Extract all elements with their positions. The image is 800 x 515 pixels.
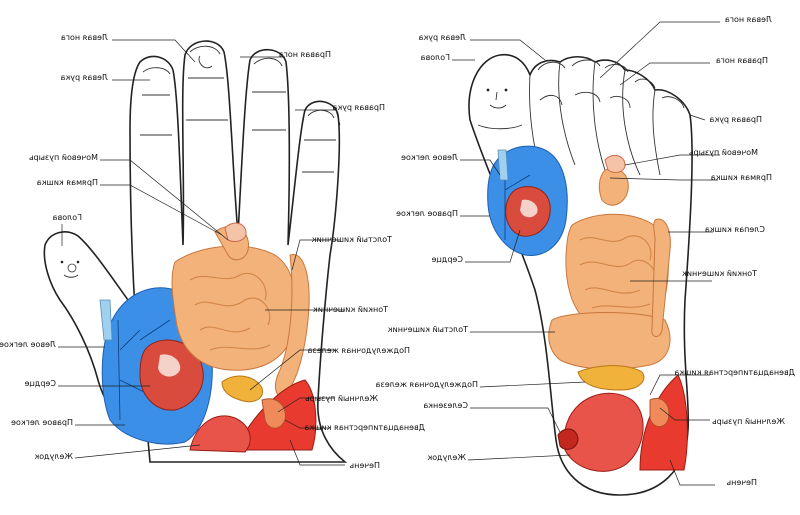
hand-label-bladder: Мочевой пузырь (29, 153, 98, 162)
hand-label-left-lung: Левое легкое (0, 340, 56, 349)
foot-leader-lines (452, 21, 720, 486)
foot-label-cecum: Слепая кишка (705, 225, 765, 234)
hand-label-left-leg: Левая нога (61, 33, 108, 42)
foot-stomach (564, 392, 644, 472)
foot-label-colon: Толстый кишечник (388, 325, 469, 334)
hand-label-right-leg: Правая нога (279, 50, 331, 59)
foot-label-spleen: Селезенка (423, 401, 468, 410)
foot-label-left-lung: Левое легкое (401, 153, 458, 162)
hand-label-right-lung: Правое легкое (11, 418, 73, 427)
hand-leader-lines (58, 39, 345, 466)
foot-label-bladder: Мочевой пузырь (689, 148, 758, 157)
foot-label-right-leg: Правая нога (716, 56, 768, 65)
hand-label-rectum: Прямая кишка (37, 178, 98, 187)
foot-intestines (548, 168, 671, 370)
foot-label-rectum: Прямая кишка (711, 173, 772, 182)
foot-label-left-leg: Левая нога (725, 15, 772, 24)
hand-label-liver: Печень (349, 461, 380, 470)
foot-labels: Левая рука Левая нога Голова Правая нога… (376, 15, 795, 487)
foot-label-heart: Сердце (431, 255, 463, 264)
hand-label-gallbladder: Желчный пузырь (305, 394, 378, 403)
hand-head-face (67, 263, 77, 273)
foot-label-pancreas: Поджелудочная железа (376, 380, 478, 389)
hand-label-heart: Сердце (24, 379, 56, 388)
hand-stomach (189, 415, 251, 453)
hand-label-left-arm: Левая рука (60, 73, 108, 82)
foot-label-right-arm: Правая рука (709, 115, 762, 124)
foot-label-left-arm: Левая рука (418, 33, 466, 42)
foot-label-liver: Печень (726, 478, 757, 487)
hand-intestines (171, 225, 310, 397)
foot-label-head: Голова (421, 53, 450, 62)
foot-label-duodenum: Двенадцатиперстная кишка (674, 368, 795, 377)
foot-figure (468, 53, 693, 496)
hand-bladder (224, 222, 247, 243)
hand-label-colon: Толстый кишечник (312, 235, 393, 244)
foot-bladder (604, 154, 626, 173)
foot-label-small-intestine: Тонкий кишечник (682, 269, 758, 278)
hand-labels: Левая нога Правая нога Левая рука Правая… (0, 33, 425, 470)
hand-figure (43, 40, 348, 463)
foot-label-right-lung: Правое легкое (396, 209, 458, 218)
hand-label-right-arm: Правая рука (332, 103, 385, 112)
foot-label-stomach: Желудок (427, 453, 466, 462)
hand-label-head: Голова (53, 213, 82, 222)
hand-pancreas (221, 375, 264, 403)
hand-label-pancreas: Поджелудочная железа (308, 346, 410, 355)
hand-label-small-intestine: Тонкий кишечник (313, 305, 389, 314)
foot-pancreas (577, 365, 645, 391)
hand-label-duodenum: Двенадцатиперстная кишка (304, 423, 425, 432)
foot-label-gallbladder: Желчный пузырь (712, 417, 785, 426)
hand-label-stomach: Желудок (34, 452, 73, 461)
